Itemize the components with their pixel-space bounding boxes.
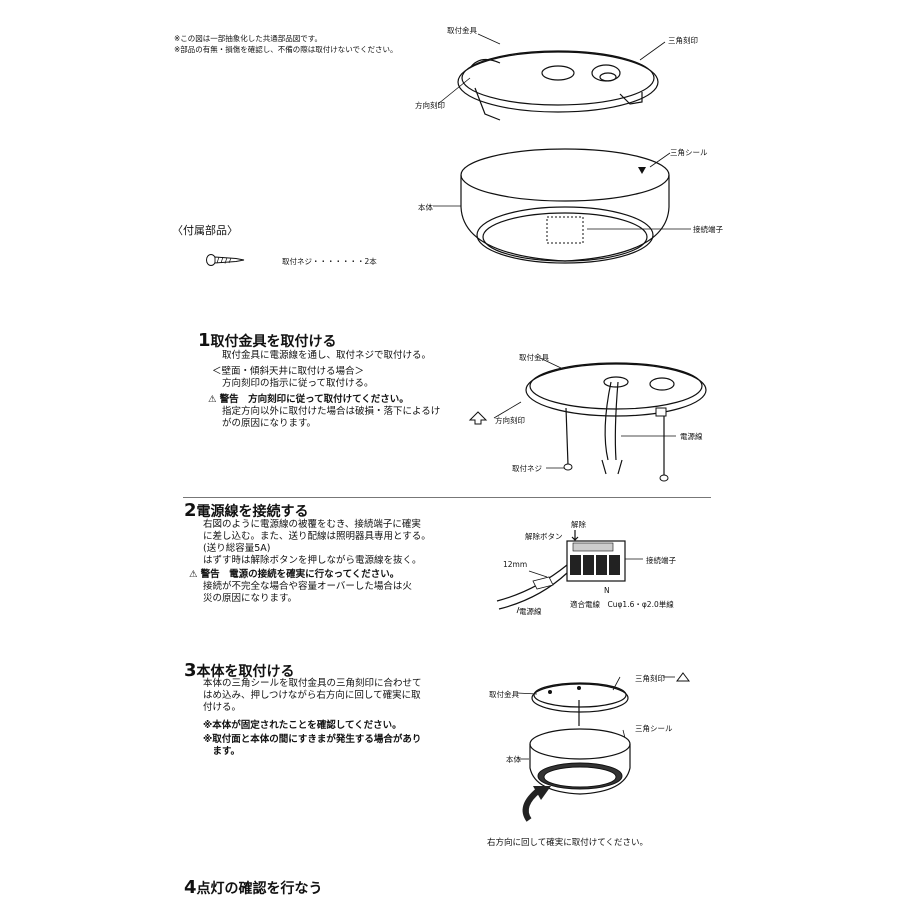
step1-power-wire-label: 電源線 <box>680 432 703 441</box>
bracket-label: 取付金具 <box>447 26 477 35</box>
step1-warning-line-1: 指定方向以外に取付けた場合は破損・落下によるけ <box>222 406 441 417</box>
step3-caption: 右方向に回して確実に取付けてください。 <box>487 838 648 848</box>
step2-terminal-label: 接続端子 <box>646 556 676 565</box>
step2-text-line-2: に差し込む。また、送り配線は照明器具専用とする。 <box>203 531 431 542</box>
note-line-2: ※部品の有無・損傷を確認し、不備の際は取付けないでください。 <box>174 45 398 54</box>
step3-bracket-label: 取付金具 <box>489 690 519 699</box>
step1-screw-label: 取付ネジ <box>512 464 542 473</box>
step3-heading: 3本体を取付ける <box>184 660 295 681</box>
step3-diagram <box>516 672 690 822</box>
step4-heading: 4点灯の確認を行なう <box>184 877 323 898</box>
step3-note-2: ※取付面と本体の間にすきまが発生する場合があり <box>203 734 422 745</box>
screw-icon <box>206 254 245 266</box>
step4-number: 4 <box>184 877 197 898</box>
warning-icon: ⚠ <box>208 394 217 405</box>
step2-heading: 2電源線を接続する <box>184 500 309 521</box>
triangle-seal-label: 三角シール <box>670 148 708 157</box>
step1-warning-title: 警告 方向刻印に従って取付けてください。 <box>219 394 409 405</box>
neutral-label: N <box>604 586 610 595</box>
step1-diagram <box>468 357 707 482</box>
direction-mark-label: 方向刻印 <box>415 101 445 110</box>
step2-number: 2 <box>184 500 197 521</box>
triangle-mark-label: 三角刻印 <box>668 36 698 45</box>
step1-heading: 1取付金具を取付ける <box>198 330 337 351</box>
step1-sub-heading: ＜壁面・傾斜天井に取付ける場合＞ <box>212 366 365 377</box>
note-line-1: ※この図は一部抽象化した共通部品図です。 <box>174 34 323 43</box>
step2-text-line-1: 右図のように電源線の被覆をむき、接続端子に確実 <box>203 519 421 530</box>
step3-text-line-3: 付ける。 <box>203 702 242 713</box>
step1-number: 1 <box>198 330 211 351</box>
step2-warning-line-1: 接続が不完全な場合や容量オーバーした場合は火 <box>203 581 412 592</box>
strip-length-label: 12mm <box>503 560 528 569</box>
wire-spec-label: 適合電線 Cuφ1.6・φ2.0単線 <box>570 600 674 609</box>
main-body-label: 本体 <box>418 203 433 212</box>
step2-warning-line-2: 災の原因になります。 <box>203 593 298 604</box>
step3-triangle-seal-label: 三角シール <box>635 724 673 733</box>
step4-title: 点灯の確認を行なう <box>196 881 323 897</box>
divider-line <box>183 497 711 498</box>
warning-icon: ⚠ <box>189 569 198 580</box>
release-button-label: 解除ボタン <box>525 532 563 541</box>
top-notes: ※この図は一部抽象化した共通部品図です。 ※部品の有無・損傷を確認し、不備の際は… <box>174 33 398 55</box>
step2-body: 右図のように電源線の被覆をむき、接続端子に確実 に差し込む。また、送り配線は照明… <box>189 519 463 605</box>
step2-text-line-3: (送り総容量5A) <box>203 543 271 554</box>
terminal-label: 接続端子 <box>693 225 723 234</box>
step3-main-body-label: 本体 <box>506 755 521 764</box>
step2-text-line-4: はずす時は解除ボタンを押しながら電源線を抜く。 <box>203 555 422 566</box>
step3-body: 本体の三角シールを取付金具の三角刻印に合わせて はめ込み、押しつけながら右方向に… <box>203 678 463 758</box>
step3-text-line-1: 本体の三角シールを取付金具の三角刻印に合わせて <box>203 678 422 689</box>
step2-warning-title: 警告 電源の接続を確実に行なってください。 <box>200 569 400 580</box>
release-label: 解除 <box>571 520 586 529</box>
accessories-heading: 〈付属部品〉 <box>172 224 238 237</box>
step3-text-line-2: はめ込み、押しつけながら右方向に回して確実に取 <box>203 690 421 701</box>
step1-warning-line-2: がの原因になります。 <box>222 418 317 429</box>
step1-direction-label: 方向刻印 <box>495 416 525 425</box>
step2-diagram <box>496 530 643 614</box>
step1-title: 取付金具を取付ける <box>210 334 337 350</box>
step2-wire-label: 電源線 <box>519 607 542 616</box>
screw-item: 取付ネジ・・・・・・・2本 <box>282 257 377 266</box>
step2-title: 電源線を接続する <box>196 504 309 520</box>
step3-note-1: ※本体が固定されたことを確認してください。 <box>203 720 402 731</box>
step1-text: 取付金具に電源線を通し、取付ネジで取付ける。 <box>222 350 432 361</box>
step1-body: 取付金具に電源線を通し、取付ネジで取付ける。 ＜壁面・傾斜天井に取付ける場合＞ … <box>208 350 462 430</box>
bracket-diagram <box>437 33 666 121</box>
step3-title: 本体を取付ける <box>196 664 295 680</box>
main-body-diagram <box>433 148 691 264</box>
step3-triangle-mark-label: 三角刻印 <box>635 674 665 683</box>
step1-bracket-label: 取付金具 <box>519 353 549 362</box>
step3-number: 3 <box>184 660 197 681</box>
step3-note-3: ます。 <box>203 746 241 757</box>
step1-sub-text: 方向刻印の指示に従って取付ける。 <box>222 378 374 389</box>
